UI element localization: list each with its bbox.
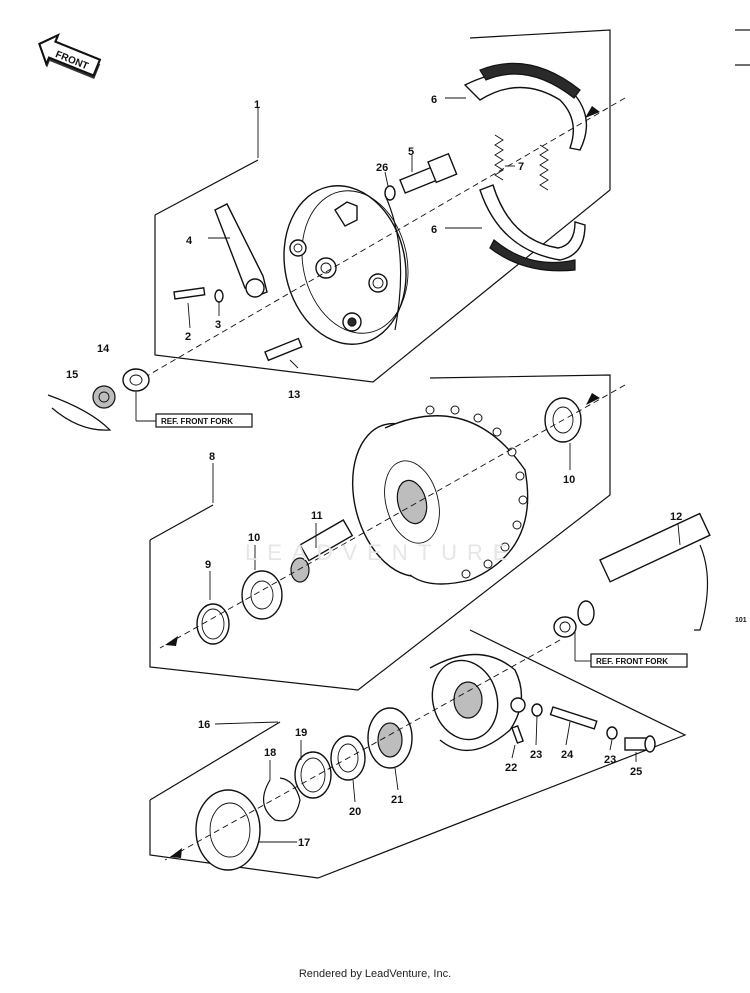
callout-11: 11 [311, 510, 323, 522]
hub-spacer [299, 519, 354, 562]
snap-ring [263, 777, 301, 822]
shoe-spring-1 [494, 134, 504, 181]
callout-8: 8 [209, 451, 215, 463]
cotter-pin [47, 394, 112, 431]
callout-26: 26 [376, 162, 388, 174]
callout-6-upper: 6 [431, 94, 437, 106]
axle-parts-left: REF. FRONT FORK [47, 368, 253, 431]
callout-9: 9 [205, 559, 211, 571]
callout-1: 1 [254, 99, 260, 111]
lever-bolt [173, 287, 206, 300]
wheel-hub-group: REF. FRONT FORK [149, 374, 711, 691]
callout-21: 21 [391, 794, 403, 806]
shoe-spring-2 [539, 144, 549, 191]
cam-lever [214, 203, 268, 297]
callout-2: 2 [185, 331, 191, 343]
callout-4: 4 [186, 235, 193, 247]
callout-19: 19 [295, 727, 307, 739]
callout-23-right: 23 [604, 754, 616, 766]
brake-cam [384, 152, 458, 201]
front-direction-arrow: FRONT [38, 33, 102, 80]
callout-numbers: 1 2 3 4 5 6 6 7 26 13 14 15 8 9 10 10 11… [66, 94, 682, 849]
callout-5: 5 [408, 146, 414, 158]
panel-bolt [264, 337, 303, 362]
pinion-bushing [624, 737, 648, 751]
thrust-washer [294, 751, 332, 799]
callout-10-lower: 10 [248, 532, 260, 544]
gearbox-group [149, 629, 687, 879]
callout-7: 7 [518, 161, 524, 173]
callout-24: 24 [561, 749, 574, 761]
front-axle [577, 512, 711, 631]
callout-17: 17 [298, 837, 310, 849]
callout-10-upper: 10 [563, 474, 575, 486]
brake-panel [283, 185, 407, 345]
callout-12: 12 [670, 511, 682, 523]
brake-shoe-lower [479, 184, 586, 261]
callout-6-lower: 6 [431, 224, 437, 236]
callout-25: 25 [630, 766, 642, 778]
callout-15: 15 [66, 369, 78, 381]
callout-3: 3 [215, 319, 221, 331]
watermark: LEADVENTURE [245, 540, 518, 565]
callout-20: 20 [349, 806, 361, 818]
wheel-bearing-left [241, 570, 283, 620]
callout-23-left: 23 [530, 749, 542, 761]
ref-front-fork-upper: REF. FRONT FORK [161, 417, 233, 426]
callout-22: 22 [505, 762, 517, 774]
brake-panel-group [139, 29, 626, 383]
callout-13: 13 [288, 389, 300, 401]
pinion-gear [549, 706, 598, 730]
footer-credit: Rendered by LeadVenture, Inc. [298, 968, 452, 980]
side-code: 101 [735, 617, 747, 624]
ref-front-fork-lower: REF. FRONT FORK [596, 657, 668, 666]
callout-16: 16 [198, 719, 210, 731]
callout-18: 18 [264, 747, 276, 759]
spacer-nut [92, 385, 116, 409]
callout-14: 14 [97, 343, 110, 355]
